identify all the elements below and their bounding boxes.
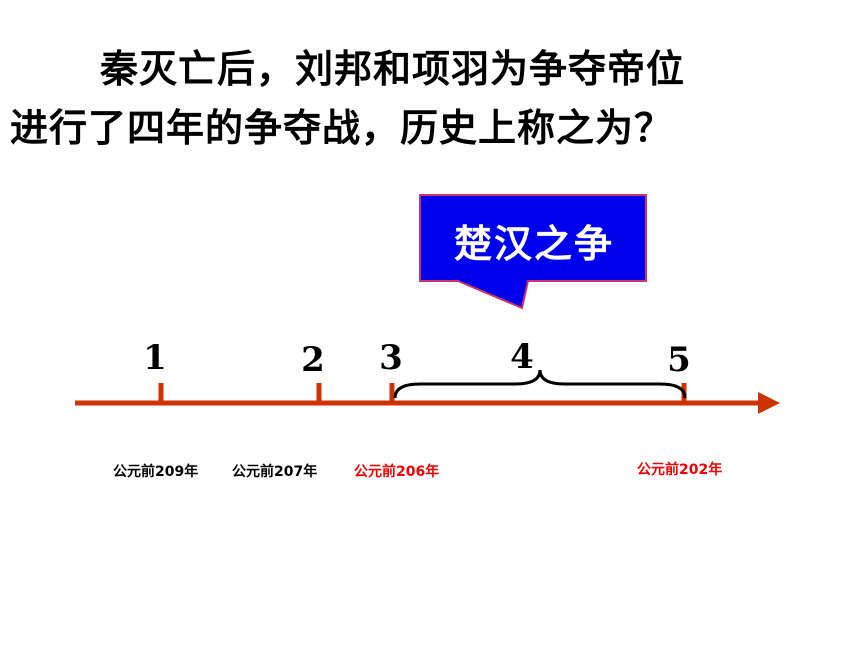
timeline-marker-3: 3	[379, 338, 403, 378]
callout-answer-text: 楚汉之争	[453, 221, 614, 266]
timeline-marker-2: 2	[301, 340, 325, 380]
question-line-2: 进行了四年的争夺战，历史上称之为？	[10, 106, 674, 150]
timeline-marker-1: 1	[143, 338, 167, 378]
date-label-206bc: 公元前206年	[354, 464, 440, 480]
date-label-207bc: 公元前207年	[232, 464, 318, 480]
timeline-marker-5: 5	[667, 340, 691, 380]
date-label-209bc: 公元前209年	[113, 464, 199, 480]
question-text: 秦灭亡后，刘邦和项羽为争夺帝位 进行了四年的争夺战，历史上称之为？	[0, 0, 860, 150]
callout-bubble-shape	[419, 194, 647, 310]
timeline-arrow-icon	[758, 392, 780, 414]
date-label-202bc: 公元前202年	[637, 462, 723, 478]
timeline-graphic: 1 2 3 4 5	[75, 337, 780, 414]
timeline: 1 2 3 4 5	[0, 320, 860, 434]
span-brace	[393, 369, 687, 399]
answer-callout[interactable]: 楚汉之争	[418, 193, 648, 311]
question-line-1: 秦灭亡后，刘邦和项羽为争夺帝位	[100, 47, 686, 91]
timeline-marker-4: 4	[510, 337, 534, 377]
